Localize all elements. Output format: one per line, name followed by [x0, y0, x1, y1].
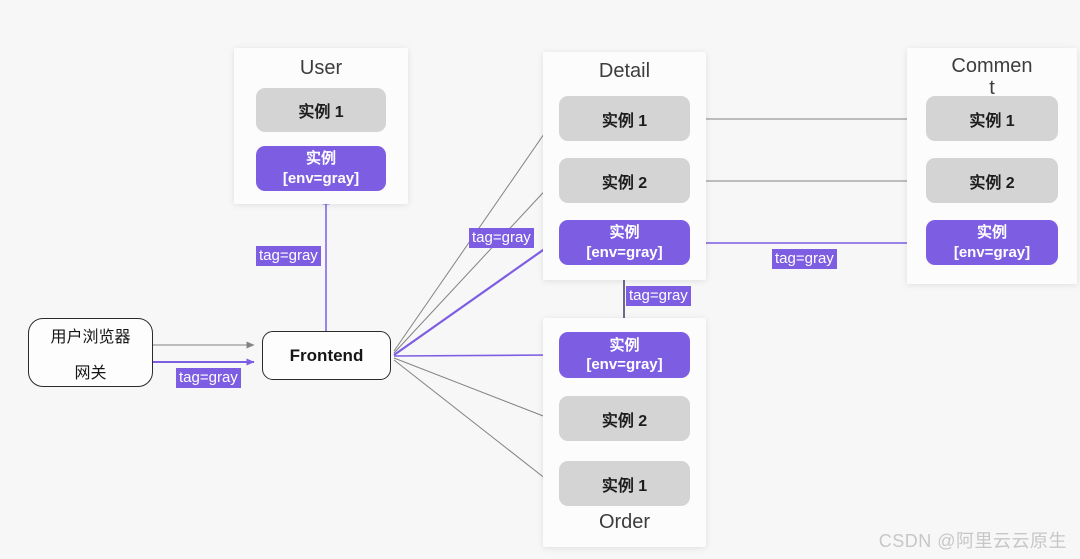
gateway-label-gateway: 网关	[74, 364, 107, 382]
edge-label-frontend-detail: tag=gray	[469, 228, 534, 248]
user-instance-1: 实例 1	[256, 88, 386, 132]
gateway-label-browser: 用户浏览器	[50, 328, 131, 346]
edge-frontend-order-2	[393, 357, 552, 420]
instance-label: 实例 1	[298, 104, 344, 121]
order-instance-2: 实例 2	[559, 396, 690, 441]
instance-label: 实例	[609, 224, 640, 241]
instance-label: 实例 2	[969, 174, 1015, 192]
instance-env-tag: [env=gray]	[953, 243, 1031, 261]
panel-user-title: User	[299, 57, 343, 79]
panel-order: 实例 [env=gray] 实例 2 实例 1 Order	[543, 318, 706, 547]
comment-instance-1: 实例 1	[926, 96, 1058, 141]
user-instance-gray: 实例 [env=gray]	[256, 146, 386, 191]
panel-comment-title: Comment	[951, 55, 1033, 99]
edge-label-detail-comment: tag=gray	[772, 249, 837, 269]
detail-instance-1: 实例 1	[559, 96, 690, 141]
panel-order-title: Order	[598, 511, 651, 533]
instance-label: 实例 2	[601, 412, 648, 430]
instance-label: 实例	[305, 150, 336, 167]
edge-label-gateway-frontend: tag=gray	[176, 368, 241, 388]
frontend-label: Frontend	[289, 345, 364, 365]
instance-env-tag: [env=gray]	[586, 243, 663, 261]
instance-label: 实例 1	[601, 477, 648, 495]
panel-comment: Comment 实例 1 实例 2 实例 [env=gray]	[907, 48, 1077, 284]
comment-instance-gray: 实例 [env=gray]	[926, 220, 1058, 265]
panel-detail-title: Detail	[598, 60, 651, 82]
detail-instance-2: 实例 2	[559, 158, 690, 203]
edge-frontend-order-gray	[393, 351, 553, 359]
node-gateway: 用户浏览器 网关	[28, 318, 153, 387]
instance-label: 实例	[609, 336, 640, 354]
panel-user: User 实例 1 实例 [env=gray]	[234, 48, 408, 204]
instance-env-tag: [env=gray]	[586, 356, 663, 373]
edge-frontend-detail-gray	[393, 242, 554, 356]
edge-frontend-order-1	[393, 359, 552, 484]
instance-label: 实例 1	[601, 112, 648, 130]
order-instance-1: 实例 1	[559, 461, 690, 506]
csdn-watermark: CSDN @阿里云云原生	[878, 531, 1067, 551]
panel-detail: Detail 实例 1 实例 2 实例 [env=gray]	[543, 52, 706, 280]
instance-label: 实例 2	[601, 174, 648, 192]
detail-instance-gray: 实例 [env=gray]	[559, 220, 690, 265]
order-instance-gray: 实例 [env=gray]	[559, 332, 690, 378]
instance-label: 实例 1	[969, 112, 1015, 130]
node-frontend: Frontend	[262, 331, 391, 380]
edge-frontend-detail-2	[393, 181, 554, 354]
instance-label: 实例	[976, 224, 1007, 241]
instance-env-tag: [env=gray]	[282, 169, 360, 187]
comment-instance-2: 实例 2	[926, 158, 1058, 203]
edge-label-frontend-user: tag=gray	[256, 246, 321, 266]
edge-label-order-detail: tag=gray	[626, 286, 691, 306]
